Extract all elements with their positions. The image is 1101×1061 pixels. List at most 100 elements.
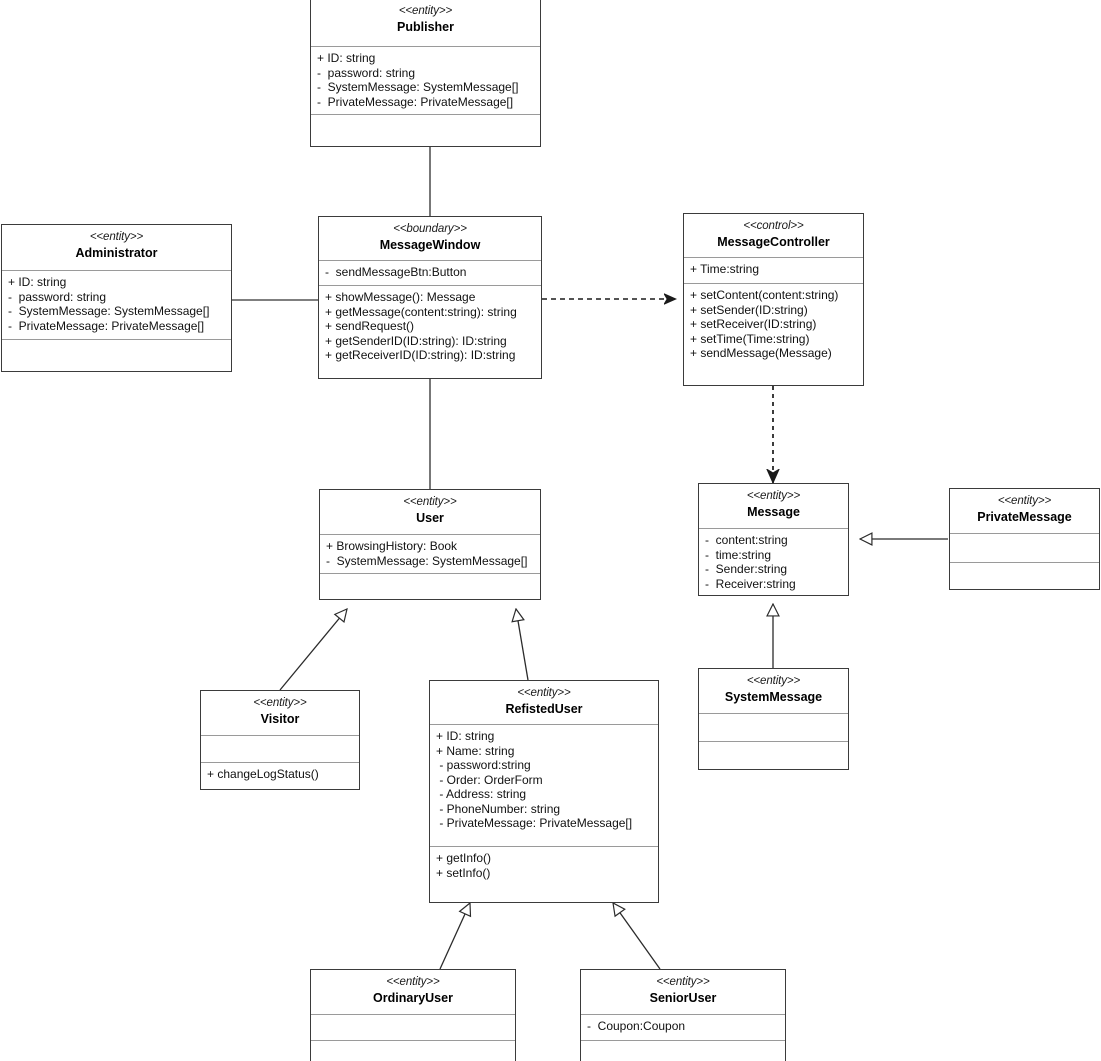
operation-item: + getReceiverID(ID:string): ID:string <box>325 348 516 362</box>
attribute-item: + BrowsingHistory: Book <box>326 539 458 553</box>
class-name-label: RefistedUser <box>505 702 583 716</box>
operation-item: + getInfo() <box>436 851 492 865</box>
stereotype-label: <<entity>> <box>997 495 1052 507</box>
stereotype-label: <<entity>> <box>253 697 307 709</box>
class-box-messagecontroller[interactable]: <<control>> MessageController + Time:str… <box>683 213 864 386</box>
attributes-compartment-senioruser: - Coupon:Coupon <box>581 1015 785 1041</box>
class-name-label: Administrator <box>75 246 158 260</box>
attributes-compartment-privatemessage <box>950 534 1099 563</box>
attributes-compartment-messagewindow: - sendMessageBtn:Button <box>319 261 541 286</box>
operation-item: + sendRequest() <box>325 319 415 333</box>
class-name-label: Visitor <box>260 712 300 726</box>
operation-item: + changeLogStatus() <box>207 767 319 781</box>
class-header-message: <<entity>> Message <box>699 484 848 529</box>
class-box-ordinaryuser[interactable]: <<entity>> OrdinaryUser <box>310 969 516 1061</box>
class-header-messagewindow: <<boundary>> MessageWindow <box>319 217 541 261</box>
attribute-item: - Receiver:string <box>705 576 796 591</box>
attributes-compartment-message: - content:string - time:string - Sender:… <box>699 529 848 595</box>
class-box-systemmessage[interactable]: <<entity>> SystemMessage <box>698 668 849 770</box>
class-header-administrator: <<entity>> Administrator <box>2 225 231 271</box>
class-box-administrator[interactable]: <<entity>> Administrator + ID: string - … <box>1 224 232 372</box>
attribute-item: + Time:string <box>690 262 760 276</box>
stereotype-label: <<entity>> <box>746 675 801 687</box>
edge-senioruser-refisteduser <box>613 903 661 970</box>
operations-compartment-refisteduser: + getInfo() + setInfo() <box>430 847 658 884</box>
attribute-item: - password: string <box>8 289 107 304</box>
edge-ordinaryuser-refisteduser <box>439 903 470 970</box>
class-box-messagewindow[interactable]: <<boundary>> MessageWindow - sendMessage… <box>318 216 542 379</box>
stereotype-label: <<entity>> <box>386 976 440 988</box>
operation-item: + getMessage(content:string): string <box>325 304 517 319</box>
attribute-item: - sendMessageBtn:Button <box>325 265 467 279</box>
class-box-senioruser[interactable]: <<entity>> SeniorUser - Coupon:Coupon <box>580 969 786 1061</box>
edge-refisteduser-user <box>516 609 529 681</box>
class-header-user: <<entity>> User <box>320 490 540 535</box>
operations-compartment-publisher <box>311 115 540 125</box>
operations-compartment-privatemessage <box>950 563 1099 573</box>
class-name-label: OrdinaryUser <box>373 991 453 1005</box>
class-box-refisteduser[interactable]: <<entity>> RefistedUser + ID: string + N… <box>429 680 659 903</box>
attribute-item: - Coupon:Coupon <box>587 1019 686 1033</box>
stereotype-label: <<control>> <box>743 220 804 232</box>
class-header-ordinaryuser: <<entity>> OrdinaryUser <box>311 970 515 1015</box>
attributes-compartment-ordinaryuser <box>311 1015 515 1041</box>
class-header-visitor: <<entity>> Visitor <box>201 691 359 736</box>
class-header-privatemessage: <<entity>> PrivateMessage <box>950 489 1099 534</box>
attribute-item: - SystemMessage: SystemMessage[] <box>8 304 210 318</box>
class-header-refisteduser: <<entity>> RefistedUser <box>430 681 658 725</box>
attribute-item: + Name: string <box>436 743 515 758</box>
class-header-messagecontroller: <<control>> MessageController <box>684 214 863 258</box>
attributes-compartment-user: + BrowsingHistory: Book - SystemMessage:… <box>320 535 540 574</box>
attributes-compartment-refisteduser: + ID: string + Name: string - password:s… <box>430 725 658 847</box>
attributes-compartment-publisher: + ID: string - password: string - System… <box>311 47 540 115</box>
edge-visitor-user <box>279 609 347 691</box>
operation-item: + showMessage(): Message <box>325 290 476 304</box>
attribute-item: - PhoneNumber: string <box>436 801 561 816</box>
class-box-message[interactable]: <<entity>> Message - content:string - ti… <box>698 483 849 596</box>
stereotype-label: <<entity>> <box>656 976 710 988</box>
class-name-label: MessageController <box>717 235 830 249</box>
operations-compartment-messagecontroller: + setContent(content:string) + setSender… <box>684 284 863 365</box>
attributes-compartment-visitor <box>201 736 359 763</box>
class-name-label: Publisher <box>397 20 454 34</box>
stereotype-label: <<entity>> <box>89 231 144 243</box>
class-name-label: User <box>416 511 444 525</box>
stereotype-label: <<entity>> <box>746 490 801 502</box>
attribute-item: + ID: string <box>436 729 495 743</box>
class-box-privatemessage[interactable]: <<entity>> PrivateMessage <box>949 488 1100 590</box>
class-box-user[interactable]: <<entity>> User + BrowsingHistory: Book … <box>319 489 541 600</box>
stereotype-label: <<entity>> <box>398 5 453 17</box>
attribute-item: - Order: OrderForm <box>436 772 543 787</box>
class-name-label: SystemMessage <box>724 690 823 704</box>
operation-item: + sendMessage(Message) <box>690 346 832 360</box>
attribute-item: - time:string <box>705 547 772 562</box>
attribute-item: - Address: string <box>436 787 527 801</box>
attribute-item: - SystemMessage: SystemMessage[] <box>326 553 528 568</box>
attribute-item: - content:string <box>705 533 788 547</box>
attribute-item: + ID: string <box>8 275 67 289</box>
operations-compartment-senioruser <box>581 1041 785 1051</box>
attributes-compartment-systemmessage <box>699 714 848 742</box>
class-name-label: SeniorUser <box>649 991 717 1005</box>
operations-compartment-visitor: + changeLogStatus() <box>201 763 359 786</box>
stereotype-label: <<entity>> <box>517 687 571 699</box>
class-name-label: Message <box>747 505 800 519</box>
attribute-item: - SystemMessage: SystemMessage[] <box>317 80 519 94</box>
operation-item: + getSenderID(ID:string): ID:string <box>325 333 507 348</box>
attribute-item: + ID: string <box>317 51 376 65</box>
class-box-visitor[interactable]: <<entity>> Visitor + changeLogStatus() <box>200 690 360 790</box>
class-name-label: PrivateMessage <box>977 510 1072 524</box>
class-name-label: MessageWindow <box>379 238 481 252</box>
operations-compartment-user <box>320 574 540 584</box>
operations-compartment-messagewindow: + showMessage(): Message + getMessage(co… <box>319 286 541 367</box>
class-box-publisher[interactable]: <<entity>> Publisher + ID: string - pass… <box>310 0 541 147</box>
operation-item: + setSender(ID:string) <box>690 302 808 317</box>
attribute-item: - password: string <box>317 65 416 80</box>
class-header-senioruser: <<entity>> SeniorUser <box>581 970 785 1015</box>
operation-item: + setReceiver(ID:string) <box>690 317 817 331</box>
operations-compartment-ordinaryuser <box>311 1041 515 1051</box>
operations-compartment-administrator <box>2 340 231 350</box>
attribute-item: - PrivateMessage: PrivateMessage[] <box>8 318 205 333</box>
operation-item: + setInfo() <box>436 865 491 880</box>
attribute-item: - password:string <box>436 758 531 772</box>
